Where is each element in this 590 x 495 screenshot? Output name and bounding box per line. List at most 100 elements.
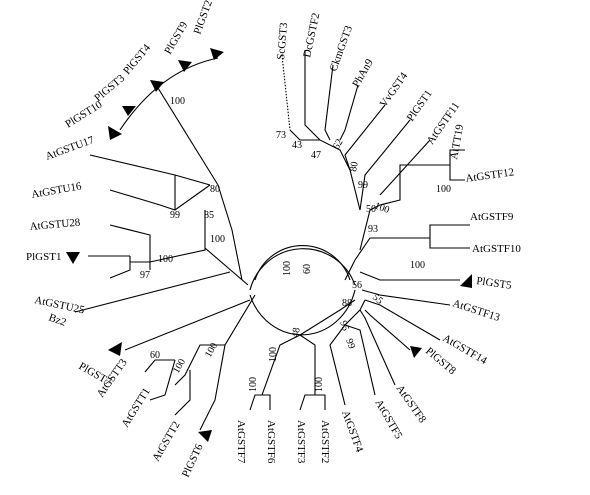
leaf-label: DcGSTF2 (301, 12, 322, 59)
bootstrap-label: 60 (150, 350, 160, 361)
bootstrap-label: 88 (342, 298, 352, 309)
triangle-marker-icon (108, 342, 122, 356)
f9-f10-join (429, 224, 470, 249)
root-arc-lower (249, 289, 356, 336)
triangle-marker-icon (178, 60, 192, 72)
dcgstf2-branch (304, 50, 321, 141)
leaf-label: PlGST6 (180, 442, 206, 480)
leaf-label: AtGSTU25 (33, 294, 86, 316)
f8-branch (359, 309, 396, 386)
bootstrap-label: 47 (311, 150, 321, 161)
plgst8-branch (364, 309, 411, 351)
u-group-stem (130, 210, 206, 263)
bootstrap-label: 100 (158, 254, 173, 265)
leaf-label: Bz2 (47, 312, 68, 329)
tau-stem-b (231, 229, 243, 281)
leaf-label: CkmGST3 (328, 24, 356, 73)
bootstrap-label: 55 (370, 292, 385, 307)
triangle-marker-icon (410, 346, 422, 358)
leaf-label: AtGSTF9 (470, 211, 514, 223)
leaf-label: AtGSTF8 (394, 383, 429, 426)
leaf-label: PlGST5 (476, 275, 513, 292)
vvgst4-branch (344, 104, 386, 171)
f7-f6-join (249, 394, 271, 411)
ckmgst3-branch (324, 64, 334, 141)
phi-mid-stem (359, 204, 381, 251)
tau-stem-a (217, 184, 233, 231)
leaf-label: AtGSTF3 (295, 420, 307, 464)
phi-root-link (344, 259, 356, 281)
bootstrap-label: 95 (337, 319, 351, 332)
triangle-marker-icon (108, 126, 122, 140)
bootstrap-label: 85 (204, 210, 214, 221)
bootstrap-label: 80 (210, 184, 220, 195)
leaf-label: AtGSTF12 (465, 166, 515, 185)
tt1-branch (149, 359, 176, 401)
bz2-branch (74, 271, 231, 313)
bootstrap-label: 48 (290, 327, 303, 339)
leaf-label: PlGST2 (192, 0, 215, 36)
bootstrap-label: 100 (282, 261, 293, 276)
triangle-marker-icon (460, 274, 472, 288)
scgst3-branch (281, 54, 291, 131)
bootstrap-label: 56 (352, 280, 362, 291)
bootstrap-label: 100 (210, 234, 225, 245)
triangle-marker-icon (210, 48, 224, 60)
u16-branch (109, 184, 211, 211)
tt3-branch (144, 359, 175, 373)
f-lower-stem (299, 299, 356, 336)
bootstrap-label: 99 (343, 337, 357, 350)
leaf-label: VvGST4 (378, 70, 411, 110)
leaf-label: AtGSTF5 (372, 398, 404, 442)
bootstrap-label: 99 (358, 180, 368, 191)
bootstrap-label: 43 (292, 140, 302, 151)
theta-join (174, 344, 225, 386)
bootstrap-label: 73 (276, 130, 286, 141)
leaf-label: AtGSTF2 (319, 420, 331, 463)
leaf-label: AtGSTU17 (44, 134, 96, 163)
root-arc-inner (254, 245, 351, 281)
tree-branches (74, 50, 470, 431)
leaf-label: AtGSTF7 (235, 420, 247, 464)
f4-branch (329, 324, 346, 406)
plgst5-branch (359, 271, 460, 281)
bootstrap-label: 93 (368, 224, 378, 235)
phan9-branch (339, 84, 359, 141)
bootstrap-values: 100 99 80 85 97 100 100 100 60 60 100 10… (140, 96, 451, 392)
f3-f2-join (299, 394, 326, 411)
plgst-clade-arc (119, 57, 219, 131)
leaf-label: PhAn9 (350, 57, 376, 90)
leaf-label: AtGSTF10 (472, 243, 521, 255)
leaf-label: PlGST9 (162, 19, 190, 56)
triangle-marker-icon (66, 252, 80, 264)
f7-f6-stem (261, 334, 301, 396)
leaf-label: AtGSTU16 (30, 180, 83, 201)
bootstrap-label: 100 (314, 377, 325, 392)
phi-top-stem (289, 129, 361, 211)
leaf-label: AtGSTU28 (29, 217, 81, 233)
u25-branch (109, 256, 131, 279)
leaf-label: PlGST4 (121, 42, 153, 77)
f3-f2-stem (299, 334, 316, 395)
leaf-label: AtGSTT2 (150, 419, 182, 463)
bootstrap-label: 100 (170, 96, 185, 107)
leaf-label: PlGST1 (405, 88, 435, 124)
bootstrap-label: 99 (170, 210, 180, 221)
u17-branch (89, 154, 211, 186)
triangle-marker-icon (150, 80, 164, 92)
leaf-label: ScGST3 (275, 22, 290, 61)
tau-root-link (204, 247, 249, 286)
bootstrap-label: 100 (410, 260, 425, 271)
leaf-label: AtGSTT1 (119, 386, 152, 430)
triangle-marker-icon (122, 106, 136, 116)
triangle-marker-icon (198, 430, 212, 442)
plgst6-branch (199, 294, 256, 431)
bootstrap-label: 80 (348, 161, 361, 173)
bootstrap-label: 100 (436, 184, 451, 195)
leaf-label: AtTT19 (448, 123, 466, 160)
plgst-leaf-branch (359, 119, 411, 211)
leaf-label: AtGSTF4 (339, 409, 365, 454)
bootstrap-label: 62 (331, 137, 346, 151)
bootstrap-label: 97 (140, 270, 150, 281)
